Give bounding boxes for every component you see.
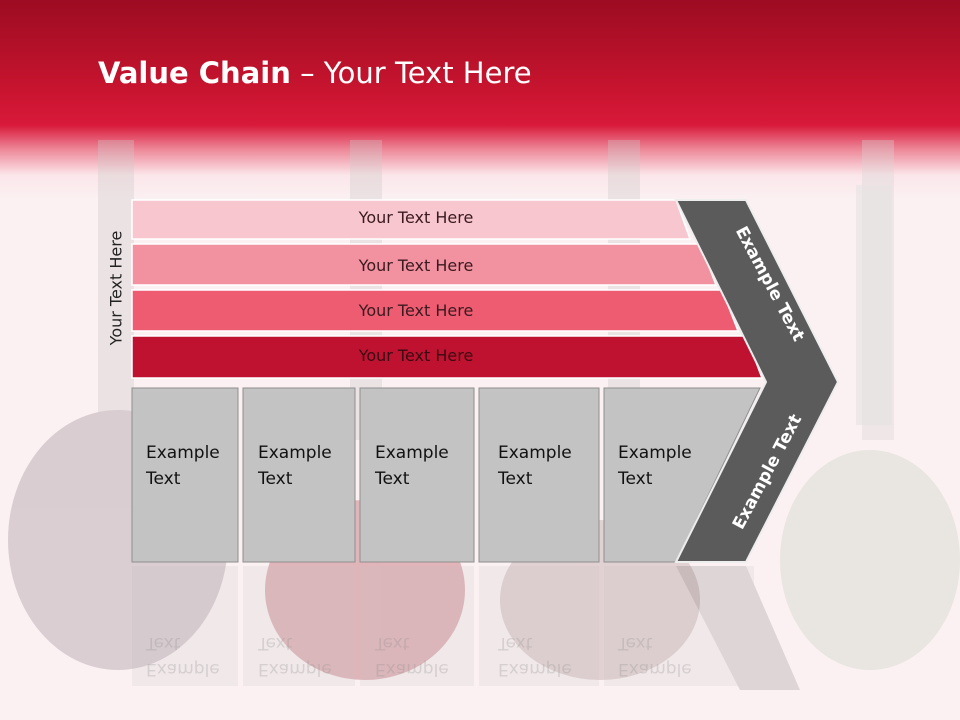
box-2: [242, 387, 356, 563]
box-reflect-3: Example Text: [375, 633, 449, 679]
stripe-label-4: Your Text Here: [358, 346, 474, 365]
box-text-2: Example Text: [258, 443, 332, 489]
box-reflect-2: Example Text: [258, 633, 332, 679]
guitar-body-4: [780, 450, 960, 670]
box-reflect-4: Example Text: [498, 633, 572, 679]
box-text-3: Example Text: [375, 443, 449, 489]
title-rest: – Your Text Here: [290, 56, 532, 90]
stripe-2: [131, 243, 718, 286]
box-text-4: Example Text: [498, 443, 572, 489]
stripe-3: [131, 289, 740, 332]
box-3: [359, 387, 475, 563]
stripe-1: [131, 199, 692, 240]
guitar-neck-1: [98, 140, 134, 440]
box-text-5: Example Text: [618, 443, 692, 489]
box-text-1: Example Text: [146, 443, 220, 489]
stripe-label-2: Your Text Here: [358, 256, 474, 275]
page-title: Value Chain – Your Text Here: [98, 56, 532, 90]
stripes-group: [131, 199, 764, 379]
stripe-4: [131, 335, 764, 379]
reflection-group: [132, 566, 800, 690]
side-label: Your Text Here: [106, 230, 126, 346]
box-reflect-5: Example Text: [618, 633, 692, 679]
title-bold: Value Chain: [98, 56, 291, 90]
stripe-label-1: Your Text Here: [358, 208, 474, 227]
arrow-chevron: [674, 199, 840, 563]
stripe-label-3: Your Text Here: [358, 301, 474, 320]
box-reflect-1: Example Text: [146, 633, 220, 679]
box-4: [478, 387, 600, 563]
boxes-group: [131, 387, 761, 563]
box-1: [131, 387, 239, 563]
header-band: [0, 0, 960, 200]
